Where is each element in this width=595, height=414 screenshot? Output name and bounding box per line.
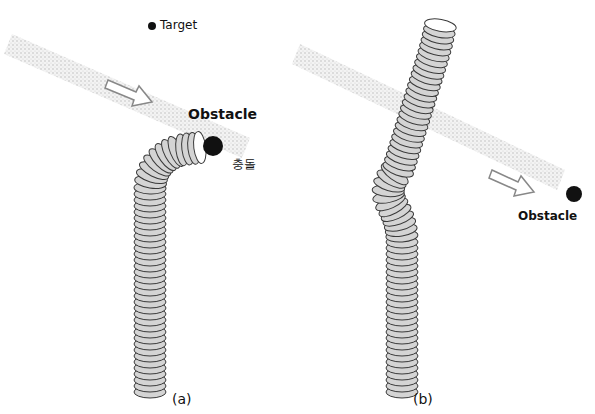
trajectory-band xyxy=(4,34,250,158)
collision-label: 충돌 xyxy=(232,158,256,171)
panel-label: (b) xyxy=(413,392,433,407)
obstacle-label: Obstacle xyxy=(518,210,577,223)
target-dot xyxy=(148,22,156,30)
motion-arrow xyxy=(105,80,152,106)
panel-label: (a) xyxy=(172,392,192,407)
robot-segment xyxy=(424,17,458,34)
target-label: Target xyxy=(160,19,197,32)
obstacle-label: Obstacle xyxy=(188,107,257,122)
obstacle-dot xyxy=(566,186,582,202)
trajectory-band xyxy=(292,44,565,190)
obstacle-dot xyxy=(203,136,223,156)
motion-arrow xyxy=(489,170,534,196)
